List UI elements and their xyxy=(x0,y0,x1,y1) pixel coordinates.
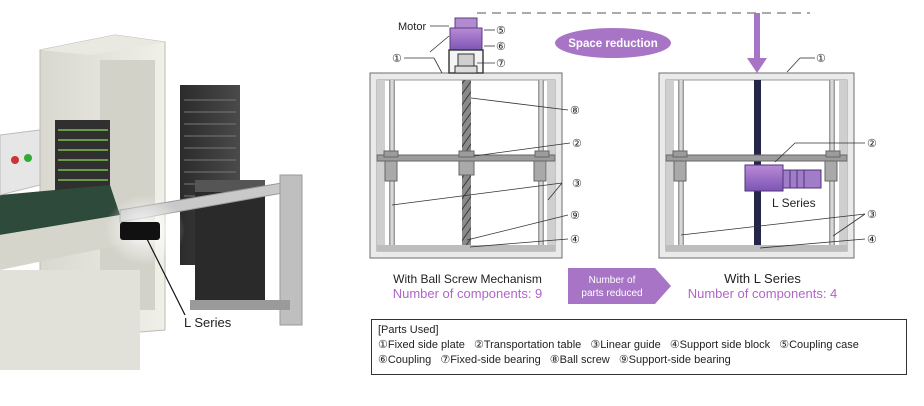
callout-1-left: ① xyxy=(392,53,402,65)
callout-8: ⑧ xyxy=(570,105,580,117)
callout-1-right: ① xyxy=(816,53,826,65)
part-item: ⑨Support-side bearing xyxy=(618,354,731,366)
machine-drawing xyxy=(0,34,303,370)
ball-screw-title: With Ball Screw Mechanism xyxy=(393,272,542,286)
part-item: ④Support side block xyxy=(669,339,771,351)
ball-screw-components: Number of components: 9 xyxy=(392,286,543,301)
parts-row-1: ①Fixed side plate ②Transportation table … xyxy=(378,338,900,353)
parts-used-heading: [Parts Used] xyxy=(378,324,439,336)
ball-screw-caption: With Ball Screw Mechanism Number of comp… xyxy=(380,272,555,301)
motor xyxy=(449,27,483,51)
machine-illustration: L Series xyxy=(0,0,340,401)
parts-reduced-line2: parts reduced xyxy=(581,288,642,299)
part-item: ③Linear guide xyxy=(590,339,661,351)
l-series-caption: With L Series Number of components: 4 xyxy=(675,271,850,301)
callout-9: ⑨ xyxy=(570,210,580,222)
down-arrow-head xyxy=(747,58,767,73)
part-item: ⑧Ball screw xyxy=(549,354,610,366)
l-series-frame xyxy=(658,72,855,259)
part-item: ①Fixed side plate xyxy=(378,339,465,351)
callout-2-right: ② xyxy=(867,138,877,150)
l-series-actuator xyxy=(744,164,784,192)
part-item: ⑤Coupling case xyxy=(779,339,859,351)
space-reduction-text: Space reduction xyxy=(568,38,657,50)
gantry-post xyxy=(279,174,303,326)
l-series-motor xyxy=(782,169,822,189)
callout-4-right: ④ xyxy=(867,234,877,246)
rack-tower-front xyxy=(195,190,265,300)
actuator-body xyxy=(120,222,160,240)
l-series-components: Number of components: 4 xyxy=(687,286,838,301)
space-reduction-badge xyxy=(555,28,671,58)
parts-row-2: ⑥Coupling ⑦Fixed-side bearing ⑧Ball scre… xyxy=(378,353,900,368)
callout-3-left: ③ xyxy=(572,178,582,190)
part-item: ⑥Coupling xyxy=(378,354,432,366)
callout-5: ⑤ xyxy=(496,25,506,37)
callout-7: ⑦ xyxy=(496,58,506,70)
down-arrow-shaft xyxy=(754,13,760,60)
parts-reduced-arrow xyxy=(568,268,671,304)
callout-6: ⑥ xyxy=(496,41,506,53)
conveyor xyxy=(0,185,120,235)
mechanism-diagram: Motor ① ⑤ ⑥ ⑦ ⑧ ② ③ ⑨ ④ Space reduction xyxy=(369,12,877,304)
parts-reduced-line1: Number of xyxy=(589,275,636,286)
leader-line xyxy=(144,234,186,316)
motor-label: Motor xyxy=(398,21,426,33)
ball-screw-frame xyxy=(369,17,563,259)
parts-used-box: [Parts Used] ①Fixed side plate ②Transpor… xyxy=(371,319,907,375)
coupling xyxy=(457,53,475,67)
callout-2-left: ② xyxy=(572,138,582,150)
callout-4-left: ④ xyxy=(570,234,580,246)
l-series-title: With L Series xyxy=(724,271,801,286)
part-item: ⑦Fixed-side bearing xyxy=(440,354,541,366)
callout-3-right: ③ xyxy=(867,209,877,221)
machine-series-label: L Series xyxy=(184,315,232,330)
part-item: ②Transportation table xyxy=(473,339,582,351)
l-series-diagram-label: L Series xyxy=(772,196,816,210)
